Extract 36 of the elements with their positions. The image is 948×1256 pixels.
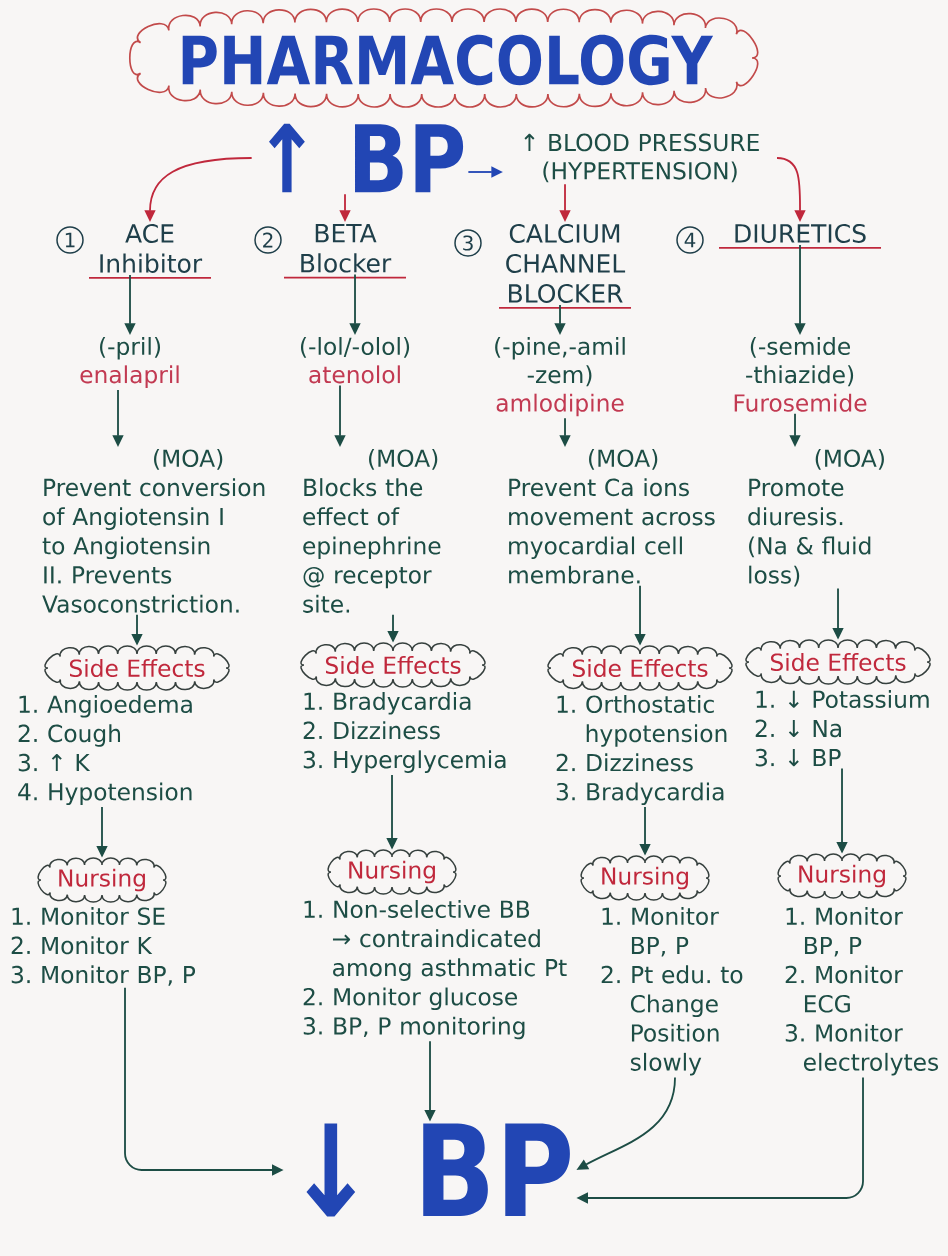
mechanism-text: (MOA) Prevent conversion of Angiotensin I to Angiotensin II. Prevents Vasoconstriction. (42, 449, 265, 613)
circled-number: 3 (454, 229, 482, 257)
nursing-cloud: Nursing (777, 853, 907, 899)
mechanism-text: (MOA) Prevent Ca ions movement across myocardial cell membrane. (509, 449, 715, 584)
side-effects-cloud: Side Effects (745, 639, 931, 685)
suffix-text: (-pine,-amil -zem) amlodipine (495, 337, 625, 417)
circled-number: 4 (676, 226, 704, 254)
circled-number: 1 (56, 226, 84, 254)
bp-heading: ↑ BP (269, 123, 464, 193)
note-text: ↑ BLOOD PRESSURE (HYPERTENSION) (524, 133, 759, 183)
title-cloud: PHARMACOLOGY (128, 8, 759, 108)
nursing-list: 1. Monitor SE 2. Monitor K 3. Monitor BP, P (11, 907, 196, 986)
class-heading: ACE Inhibitor (88, 224, 212, 279)
nursing-cloud: Nursing (37, 857, 167, 903)
mechanism-text: (MOA) Blocks the effect of epinephrine @ receptor site. (303, 449, 441, 613)
suffix-text: (-semide -thiazide) Furosemide (734, 337, 867, 412)
nursing-list: 1. Non-selective BB → contraindicated among asthmatic Pt 2. Monitor glucose 3. BP, P monitoring (303, 900, 567, 1040)
nursing-list: 1. Monitor BP, P 2. Pt edu. to Change Position slowly (601, 907, 743, 1076)
circled-number: 2 (254, 226, 282, 254)
nursing-cloud: Nursing (580, 855, 710, 901)
class-heading: DIURETICS (718, 224, 882, 249)
nursing-cloud: Nursing (327, 849, 457, 895)
nursing-list: 1. Monitor BP, P 2. Monitor ECG 3. Monitor electrolytes (785, 907, 939, 1076)
bp-heading: ↓ BP (306, 1123, 570, 1217)
side-effects-cloud: Side Effects (547, 645, 733, 691)
side-effects-list: 1. Angioedema 2. Cough 3. ↑ K 4. Hypotension (18, 695, 192, 806)
suffix-text: (-pril) enalapril (80, 337, 179, 388)
mechanism-text: (MOA) Promote diuresis. (Na & fluid loss) (748, 449, 884, 587)
side-effects-cloud: Side Effects (300, 642, 486, 688)
side-effects-list: 1. Bradycardia 2. Dizziness 3. Hyperglycemia (303, 692, 506, 773)
side-effects-cloud: Side Effects (44, 645, 230, 691)
side-effects-list: 1. Orthostatic hypotension 2. Dizziness 3. Bradycardia (556, 695, 727, 806)
side-effects-list: 1. ↓ Potassium 2. ↓ Na 3. ↓ BP (755, 690, 929, 767)
suffix-text: (-lol/-olol) atenolol (300, 337, 410, 384)
class-heading: BETA Blocker (283, 224, 407, 279)
class-heading: CALCIUM CHANNEL BLOCKER (498, 224, 632, 309)
